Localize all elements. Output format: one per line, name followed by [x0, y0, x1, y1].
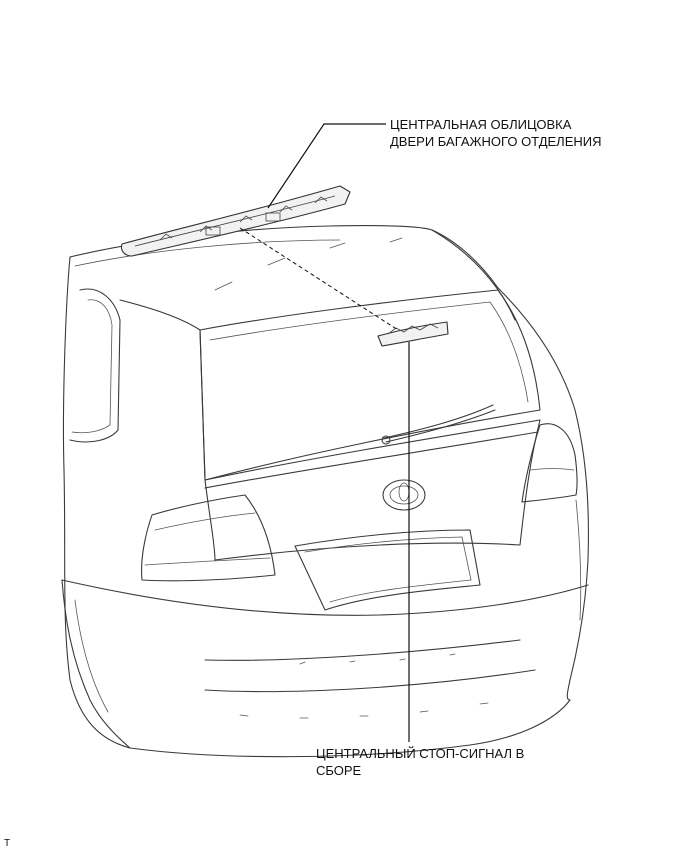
rear-wiper — [381, 404, 496, 445]
tailgate-right-edge — [519, 419, 541, 546]
alignment-dashed-line — [239, 227, 399, 331]
rear-bumper-step — [204, 639, 521, 661]
stop-lamp-callout-label: ЦЕНТРАЛЬНЫЙ СТОП-СИГНАЛ В СБОРЕ — [316, 745, 524, 779]
trim-leader-line — [267, 123, 386, 209]
roof-rear-edge — [431, 229, 516, 321]
stop-lamp-part — [377, 321, 449, 347]
left-quarter-inner — [74, 599, 109, 713]
trim-callout-label: ЦЕНТРАЛЬНАЯ ОБЛИЦОВКА ДВЕРИ БАГАЖНОГО ОТ… — [390, 116, 602, 150]
left-tail-lamp-inner — [144, 512, 271, 566]
page-marker: T — [4, 838, 11, 849]
rear-window — [199, 289, 541, 481]
d-pillar — [119, 299, 206, 481]
right-tail-lamp — [521, 423, 578, 503]
roof-rail-left — [74, 239, 341, 267]
left-side-outline — [62, 256, 131, 749]
brand-emblem — [382, 479, 426, 511]
vehicle-body — [61, 225, 589, 758]
stop-lamp-label-line1: ЦЕНТРАЛЬНЫЙ СТОП-СИГНАЛ В — [316, 746, 525, 761]
bumper-bottom-marks — [239, 702, 489, 719]
side-window-inner — [71, 299, 113, 434]
center-trim-part — [120, 185, 351, 257]
right-tail-lamp-inner — [529, 468, 575, 471]
rear-bumper-top — [61, 579, 589, 616]
right-lower-outline — [566, 679, 571, 701]
trim-label-line2: ДВЕРИ БАГАЖНОГО ОТДЕЛЕНИЯ — [390, 134, 602, 149]
rear-bumper-lower — [204, 669, 536, 693]
license-plate-inner — [304, 536, 472, 603]
roof-mark — [389, 237, 403, 243]
roof-mark — [214, 281, 233, 291]
tailgate-lower-edge — [214, 542, 521, 561]
side-window-frame — [69, 288, 121, 443]
roof-mark — [329, 242, 346, 249]
right-lower-inner — [575, 499, 582, 621]
stop-lamp-label-line2: СБОРЕ — [316, 763, 362, 778]
trim-label-line1: ЦЕНТРАЛЬНАЯ ОБЛИЦОВКА — [390, 117, 572, 132]
left-tail-lamp — [141, 494, 276, 582]
rear-window-inner — [209, 301, 529, 403]
right-side-outline — [497, 287, 589, 681]
rear-bumper-bottom — [129, 699, 571, 758]
tailgate-top-edge — [204, 419, 541, 481]
license-plate-recess — [294, 529, 481, 611]
tailgate-upper-line — [204, 431, 539, 489]
bumper-step-marks — [299, 653, 456, 665]
tailgate-left-edge — [204, 479, 216, 561]
roof-mark — [267, 257, 286, 266]
left-quarter-lower — [61, 579, 131, 749]
